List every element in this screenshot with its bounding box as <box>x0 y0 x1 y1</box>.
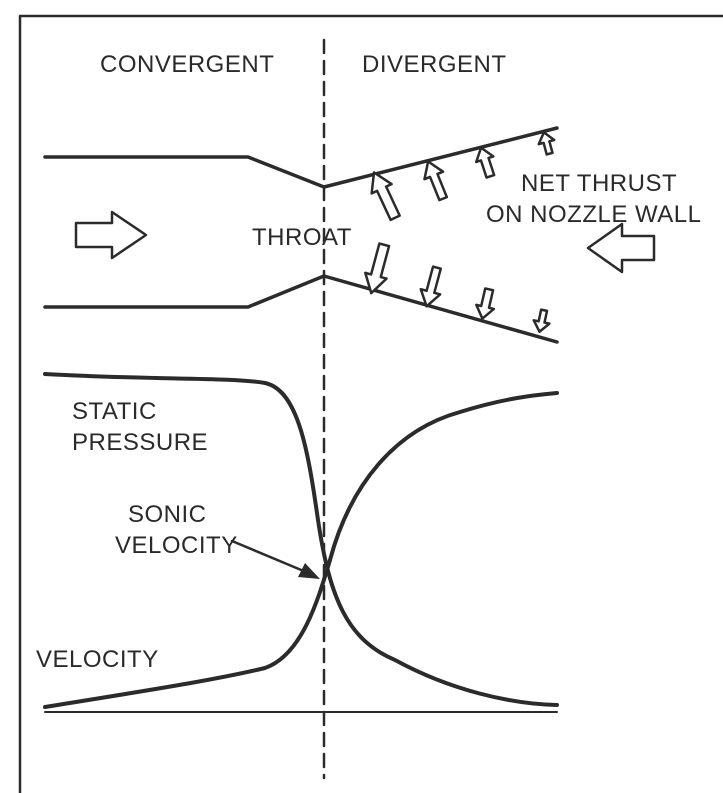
net-thrust-label-line1: NET THRUST <box>521 170 677 197</box>
sonic-velocity-pointer-arrowhead-icon <box>298 563 320 579</box>
static-pressure-curve <box>43 372 559 707</box>
sonic-velocity-label-line1: SONIC <box>128 501 207 528</box>
net-thrust-label-line2: ON NOZZLE WALL <box>486 201 701 228</box>
sonic-velocity-label-line2: VELOCITY <box>115 532 238 559</box>
wall-force-arrow-icon <box>419 265 443 308</box>
net-thrust-arrow-icon <box>586 222 656 274</box>
divergent-label: DIVERGENT <box>362 51 507 78</box>
wall-force-arrow-icon <box>532 308 551 333</box>
diagram-frame <box>18 14 723 793</box>
upper-wall-force-arrows <box>370 131 556 222</box>
throat-label: THROAT <box>252 224 352 251</box>
velocity-curve <box>43 391 559 709</box>
static-pressure-label-line1: STATIC <box>72 398 157 425</box>
flow-direction-arrow-icon <box>74 210 148 260</box>
nozzle-lower-wall <box>43 274 559 344</box>
convergent-label: CONVERGENT <box>100 51 274 78</box>
velocity-label: VELOCITY <box>36 646 159 673</box>
wall-force-arrow-icon <box>370 171 401 222</box>
sonic-velocity-pointer-line <box>230 539 308 574</box>
wall-force-arrow-icon <box>537 131 556 156</box>
wall-force-arrow-icon <box>474 146 496 179</box>
lower-wall-force-arrows <box>364 242 551 333</box>
wall-force-arrow-icon <box>475 287 496 320</box>
nozzle-upper-wall <box>43 126 559 189</box>
wall-force-arrow-icon <box>364 242 391 295</box>
wall-force-arrow-icon <box>423 160 449 202</box>
static-pressure-label-line2: PRESSURE <box>72 429 208 456</box>
